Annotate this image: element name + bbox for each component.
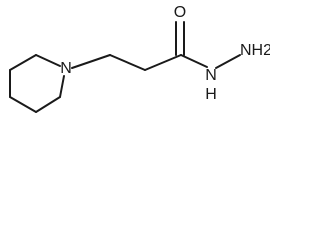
molecule-canvas: N O N H NH2	[0, 0, 270, 134]
ring-bond-4	[9, 96, 37, 113]
chain-bond-3	[144, 54, 182, 71]
ring-bond-5	[35, 96, 61, 113]
amide-bond	[180, 54, 208, 68]
nh2-label: NH2	[240, 42, 270, 59]
oxygen-label: O	[174, 4, 186, 21]
amide-nitrogen-label: N	[205, 67, 217, 84]
ring-nitrogen-label: N	[60, 60, 72, 77]
ring-bond-2	[9, 54, 37, 71]
chemical-structure: N O N H NH2	[9, 4, 270, 113]
chain-bond-1	[71, 54, 111, 69]
ring-bond-1	[35, 54, 61, 67]
hydrazine-bond	[215, 54, 241, 69]
amide-hydrogen-label: H	[205, 86, 217, 103]
ring-bond-6	[59, 75, 65, 98]
chain-bond-2	[109, 54, 146, 71]
